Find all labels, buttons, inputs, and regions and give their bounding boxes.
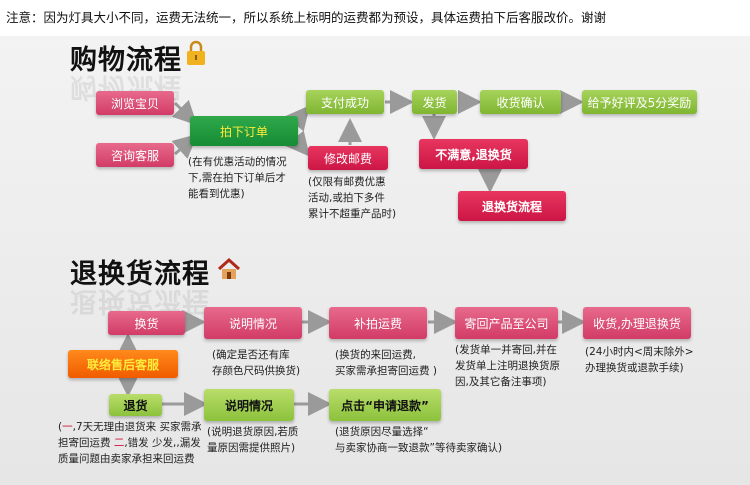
- consult-node: 咨询客服: [96, 143, 174, 167]
- review-node: 给予好评及5分奖励: [582, 90, 697, 114]
- shipping-notice: 注意：因为灯具大小不同，运费无法统一，所以系统上标明的运费都为预设，具体运费拍下…: [0, 0, 750, 36]
- pay-node: 支付成功: [306, 90, 384, 114]
- explain-exchange-note: (确定是否还有库 存颜色尺码供换货): [212, 349, 301, 377]
- returns-title: 退换货流程: [70, 259, 210, 290]
- apply-refund-node: 点击 “申请退款”: [329, 389, 441, 421]
- browse-node: 浏览宝贝: [96, 91, 174, 115]
- send-back-note: (发货单一并寄回,并在 发货单上注明退换货原 因,及其它备注事项): [455, 344, 560, 388]
- repay-postage-note: (换货的来回运费, 买家需承担寄回运费 ): [335, 349, 437, 377]
- exchange-node: 换货: [108, 311, 185, 335]
- receive-node: 收货,办理退换货: [583, 307, 691, 339]
- explain-refund-note: (说明退货原因,若质 量原因需提供照片): [207, 426, 299, 454]
- confirm-node: 收货确认: [480, 90, 561, 114]
- explain-exchange-node: 说明情况: [204, 307, 302, 339]
- refund-node: 退货: [109, 394, 162, 416]
- return-flow-node: 退换货流程: [458, 191, 566, 221]
- contact-service-node: 联络售后客服: [68, 350, 178, 378]
- modify-postage-note: (仅限有邮费优惠 活动,或拍下多件 累计不超重产品时): [308, 176, 397, 220]
- order-node: 拍下订单: [190, 116, 298, 146]
- lock-icon: [187, 40, 205, 65]
- send-back-node: 寄回产品至公司: [455, 307, 558, 339]
- purchase-title: 购物流程: [70, 45, 182, 76]
- order-note: (在有优惠活动的情况 下,需在拍下订单后才 能看到优惠): [188, 156, 287, 200]
- explain-refund-node: 说明情况: [204, 389, 294, 421]
- modify-postage-node: 修改邮费: [308, 146, 388, 170]
- repay-postage-node: 补拍运费: [329, 307, 427, 339]
- refund-note: (一,7天无理由退货来 买家需承 担寄回运费 二,错发 少发,,漏发 质量问题由…: [58, 421, 202, 465]
- house-icon: [218, 258, 240, 279]
- apply-refund-note: (退货原因尽量选择“ 与卖家协商一致退款”等待卖家确认): [335, 426, 503, 454]
- receive-note: (24小时内<周末除外> 办理换货或退款手续): [585, 346, 694, 374]
- ship-node: 发货: [412, 90, 457, 114]
- unsatisfied-node: 不满意,退换货: [419, 139, 528, 169]
